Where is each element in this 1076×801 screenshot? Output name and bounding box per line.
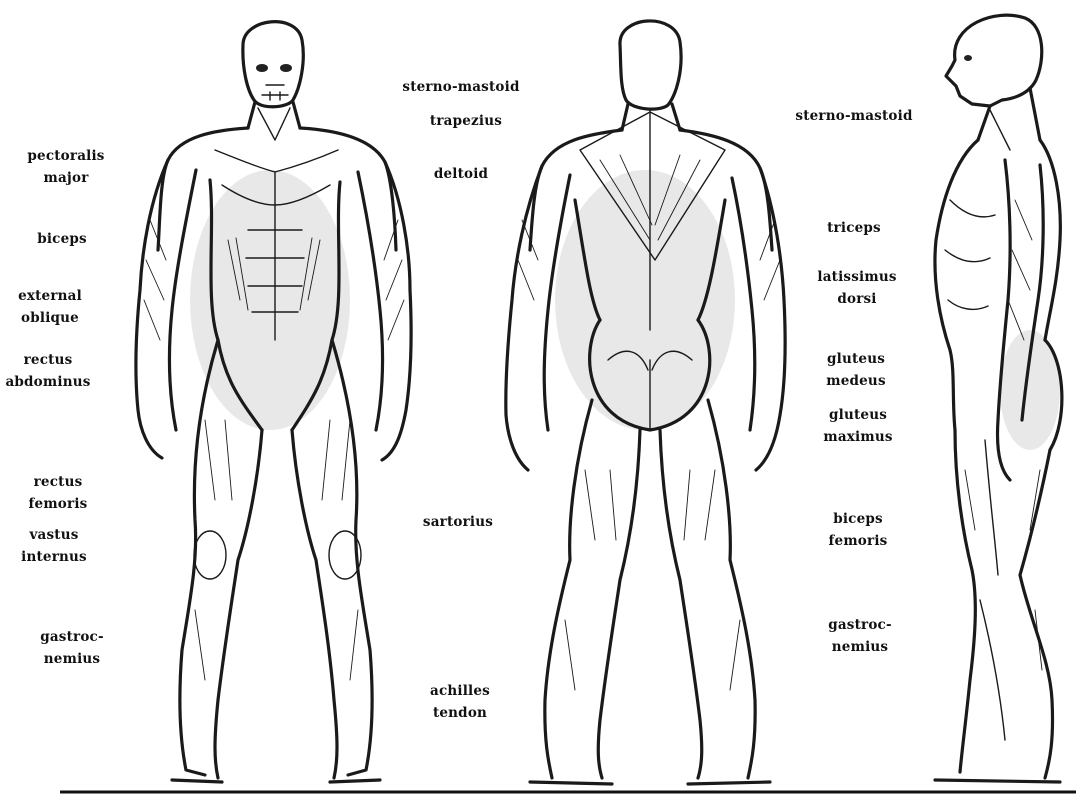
label-deltoid: deltoid <box>420 163 502 185</box>
label-vastus-internus: vastus internus <box>14 524 94 568</box>
side-figure <box>935 15 1062 782</box>
label-trapezius: trapezius <box>420 110 512 132</box>
label-latissimus-dorsi: latissimus dorsi <box>810 266 904 310</box>
label-pectoralis-major: pectoralis major <box>26 145 106 189</box>
label-biceps-femoris: biceps femoris <box>816 508 900 552</box>
label-rectus-femoris: rectus femoris <box>18 471 98 515</box>
label-gastrocnemius-side: gastroc- nemius <box>818 614 902 658</box>
front-figure <box>136 22 411 782</box>
label-gluteus-medeus: gluteus medeus <box>814 348 898 392</box>
label-sterno-mastoid-center: sterno-mastoid <box>397 76 525 98</box>
label-rectus-abdominus: rectus abdominus <box>2 349 94 393</box>
label-triceps: triceps <box>812 217 896 239</box>
label-achilles-tendon: achilles tendon <box>420 680 500 724</box>
label-external-oblique: external oblique <box>10 285 90 329</box>
label-gastrocnemius-front: gastroc- nemius <box>32 626 112 670</box>
back-figure <box>506 21 785 784</box>
label-sterno-mastoid-right: sterno-mastoid <box>790 105 918 127</box>
label-sartorius: sartorius <box>412 511 504 533</box>
label-biceps-front: biceps <box>22 228 102 250</box>
label-gluteus-maximus: gluteus maximus <box>814 404 902 448</box>
